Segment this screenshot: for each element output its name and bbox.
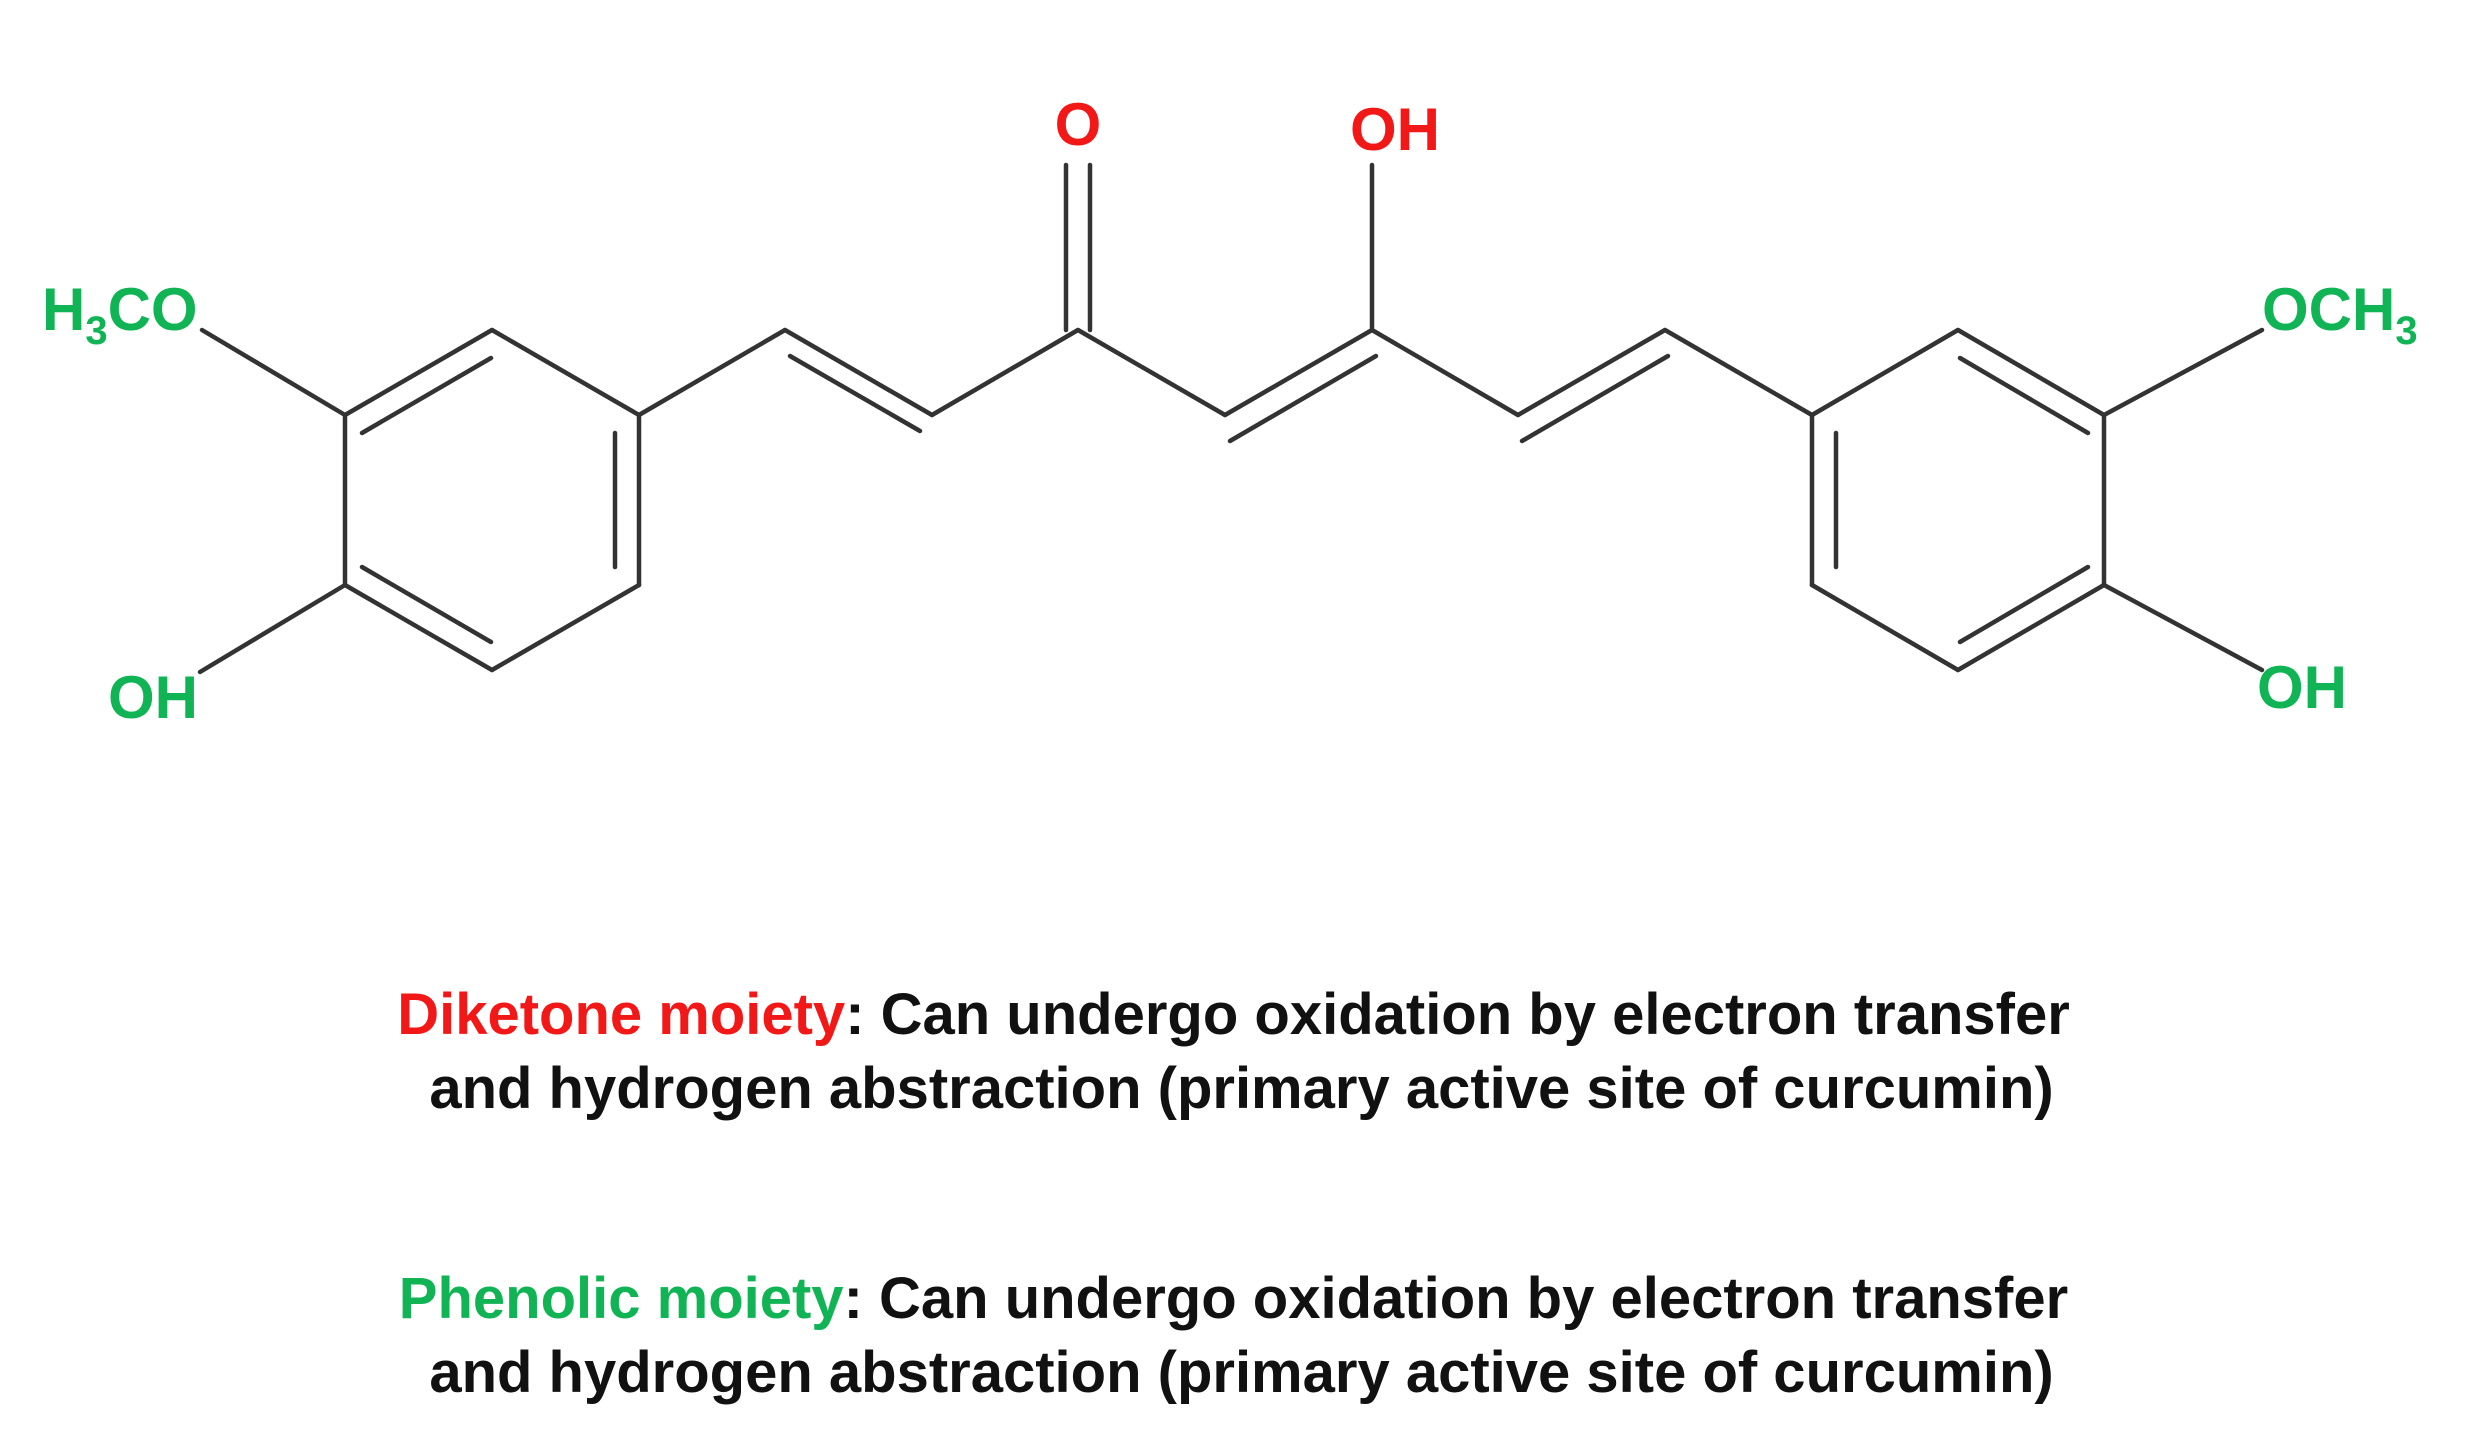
bond: [1369, 327, 1521, 418]
bond: [1662, 327, 1815, 418]
right-phenol-label: OH: [2257, 654, 2347, 721]
left-methoxy-label: H3CO: [42, 276, 198, 353]
diketone-term: Diketone moiety: [397, 982, 846, 1047]
phenolic-caption: Phenolic moiety: Can undergo oxidation b…: [0, 1262, 2467, 1410]
left-methoxy-h: H: [42, 276, 85, 343]
diketone-caption-line2: and hydrogen abstraction (primary active…: [429, 1056, 2054, 1121]
bond: [1809, 327, 1961, 418]
right-methoxy-subscript: 3: [2395, 309, 2417, 353]
right-methoxy-label: OCH3: [2262, 276, 2418, 353]
phenolic-term: Phenolic moiety: [398, 1266, 844, 1331]
enol-hydroxyl-label: OH: [1350, 96, 1440, 163]
bond: [1955, 582, 2107, 673]
diketone-caption: Diketone moiety: Can undergo oxidation b…: [0, 978, 2467, 1126]
diketone-description: : Can undergo oxidation by electron tran…: [845, 982, 2070, 1047]
phenolic-caption-line1: Phenolic moiety: Can undergo oxidation b…: [0, 1262, 2467, 1336]
bond: [1809, 582, 1961, 673]
bond: [1519, 353, 1671, 444]
bond: [359, 564, 494, 645]
bond: [636, 327, 788, 418]
bond: [1957, 564, 2091, 645]
bond: [1227, 353, 1379, 444]
bond: [1955, 327, 2107, 418]
left-methoxy-subscript: 3: [85, 309, 107, 353]
bond: [787, 353, 923, 434]
bond: [1222, 327, 1375, 418]
ketone-oxygen-label: O: [1055, 91, 1102, 158]
bond: [1515, 327, 1668, 418]
bond: [342, 582, 495, 673]
bond: [2101, 327, 2265, 418]
bond: [197, 582, 348, 675]
curcumin-structure: O OH H3CO OH OCH3 OH: [42, 91, 2418, 731]
diketone-caption-line1: Diketone moiety: Can undergo oxidation b…: [0, 978, 2467, 1052]
bond: [342, 327, 495, 418]
bond: [489, 582, 642, 673]
bond: [199, 327, 348, 418]
left-methoxy-tail: CO: [108, 276, 198, 343]
bond: [359, 355, 494, 436]
bond-skeleton: [197, 162, 2265, 675]
bond: [782, 327, 935, 418]
bond: [1075, 327, 1228, 418]
bond: [1957, 355, 2091, 436]
left-phenol-label: OH: [108, 664, 198, 731]
phenolic-description: : Can undergo oxidation by electron tran…: [843, 1266, 2069, 1331]
phenolic-caption-line2: and hydrogen abstraction (primary active…: [429, 1340, 2054, 1405]
bond: [489, 327, 642, 418]
bond: [929, 327, 1081, 418]
bond: [2101, 582, 2265, 673]
right-methoxy-main: OCH: [2262, 276, 2395, 343]
